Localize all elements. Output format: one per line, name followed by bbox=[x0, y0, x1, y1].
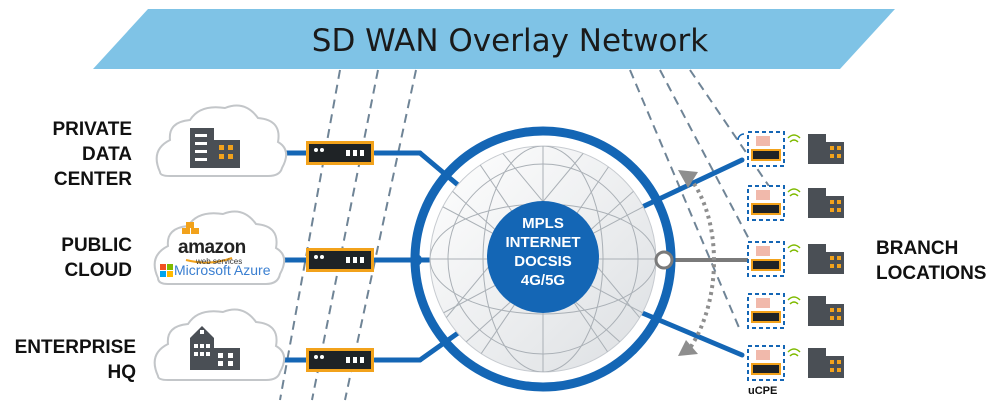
ucpe-label: uCPE bbox=[748, 385, 778, 397]
banner-title: SD WAN Overlay Network bbox=[311, 23, 709, 59]
label-line: PRIVATE bbox=[52, 119, 132, 140]
label-line: HQ bbox=[107, 362, 137, 383]
sdwan-appliance-hq bbox=[306, 348, 374, 372]
datacenter-building-icon bbox=[190, 128, 240, 168]
ring-connectors bbox=[410, 250, 674, 270]
branch-ucpe-1 bbox=[737, 131, 844, 167]
amazon-logo-subtext: web services bbox=[196, 257, 243, 266]
transport-line: INTERNET bbox=[505, 234, 581, 251]
branch-ucpe-3 bbox=[747, 241, 844, 277]
overlay-dashed-lines bbox=[279, 69, 776, 401]
amazon-logo-icon bbox=[182, 222, 233, 264]
branch-locations-label: BRANCH LOCATIONS bbox=[876, 236, 996, 286]
label-line: CENTER bbox=[53, 169, 132, 190]
hq-building-icon bbox=[190, 326, 240, 370]
transport-line: MPLS bbox=[522, 215, 564, 232]
label-line: LOCATIONS bbox=[876, 263, 987, 284]
public-cloud-label: PUBLIC CLOUD bbox=[20, 233, 132, 283]
label-line: ENTERPRISE bbox=[14, 337, 136, 358]
enterprise-hq-label: ENTERPRISE HQ bbox=[6, 335, 136, 385]
label-line: BRANCH bbox=[876, 238, 959, 259]
sdwan-appliance-datacenter bbox=[306, 141, 374, 165]
sdwan-appliance-cloud bbox=[306, 248, 374, 272]
cloud-enterprise-hq bbox=[153, 308, 286, 381]
azure-logo-text: Microsoft Azure bbox=[174, 262, 271, 278]
label-line: PUBLIC bbox=[61, 235, 132, 256]
overlay-network-banner bbox=[93, 9, 895, 69]
azure-logo-icon bbox=[160, 264, 173, 277]
label-line: DATA bbox=[82, 144, 132, 165]
label-line: CLOUD bbox=[64, 260, 132, 281]
amazon-logo-text: amazon bbox=[178, 237, 246, 258]
failover-arrow bbox=[678, 170, 716, 356]
branch-ucpe-4 bbox=[747, 293, 844, 329]
branch-ucpe-5 bbox=[747, 345, 844, 381]
transport-line: 4G/5G bbox=[520, 272, 566, 289]
transport-types: MPLS INTERNET DOCSIS 4G/5G bbox=[488, 214, 598, 290]
branch-ucpe-2 bbox=[747, 185, 844, 221]
transport-globe bbox=[410, 126, 676, 392]
transport-line: DOCSIS bbox=[514, 253, 572, 270]
private-data-center-label: PRIVATE DATA CENTER bbox=[20, 117, 132, 192]
